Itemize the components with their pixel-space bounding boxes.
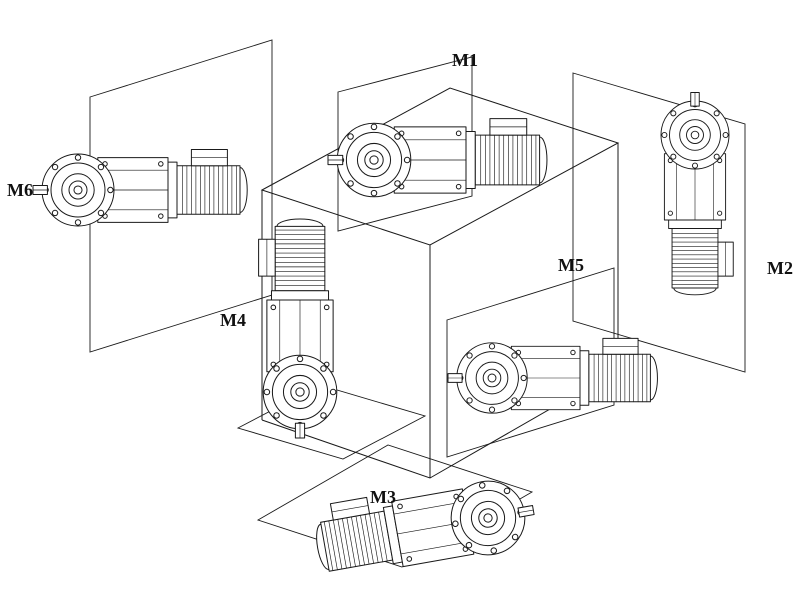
gearmotor-m5 [447,337,658,414]
gearmotor-m4 [258,218,338,439]
gearmotor-m3 [309,468,541,585]
reference-cube [260,87,620,479]
gearmotor-m2 [660,92,734,296]
label-m5: M5 [558,255,584,275]
mounting-plane-m5 [446,267,615,458]
mounting-plane-m1 [337,56,473,232]
mounting-planes [89,39,746,568]
label-m1: M1 [452,50,478,70]
label-m4: M4 [220,310,246,330]
gearmotor-m1 [327,118,548,198]
label-m2: M2 [767,258,793,278]
position-labels: M1 M2 M3 M4 M5 M6 [7,50,793,507]
label-m3: M3 [370,487,396,507]
gearmotor-m6 [32,149,248,227]
label-m6: M6 [7,180,33,200]
